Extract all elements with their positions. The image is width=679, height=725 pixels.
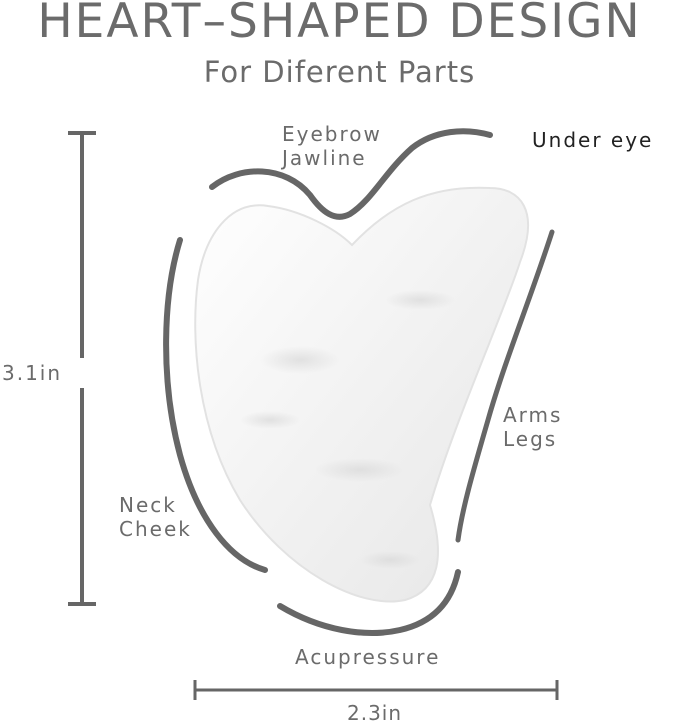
eyebrow-text: Eyebrow (282, 122, 382, 146)
page-subtitle: For Diferent Parts (203, 55, 476, 89)
cheek-text: Cheek (119, 517, 192, 541)
width-dimension-label: 2.3in (347, 701, 403, 725)
left-contour-line (163, 237, 268, 573)
height-dimension-label: 3.1in (2, 361, 63, 385)
marble-vein (360, 551, 420, 569)
top-contour-line (209, 128, 493, 220)
marble-vein (260, 346, 340, 374)
marble-vein (315, 458, 405, 482)
jawline-text: Jawline (282, 146, 367, 170)
bottom-contour-line (277, 569, 461, 636)
page-title: HEART–SHAPED DESIGN (37, 0, 642, 49)
marble-vein (240, 411, 300, 429)
acupressure-label: Acupressure (295, 645, 441, 669)
legs-text: Legs (503, 427, 558, 451)
width-dimension-bar (193, 680, 559, 700)
under-eye-label: Under eye (532, 128, 654, 152)
arms-legs-label: Arms Legs (503, 403, 562, 451)
gua-sha-stone (194, 186, 530, 603)
arms-text: Arms (503, 403, 563, 427)
neck-text: Neck (119, 493, 177, 517)
eyebrow-jawline-label: Eyebrow Jawline (282, 122, 382, 170)
right-contour-line (455, 229, 555, 543)
marble-vein (385, 290, 455, 310)
neck-cheek-label: Neck Cheek (119, 493, 192, 541)
height-label-backing (0, 358, 86, 388)
